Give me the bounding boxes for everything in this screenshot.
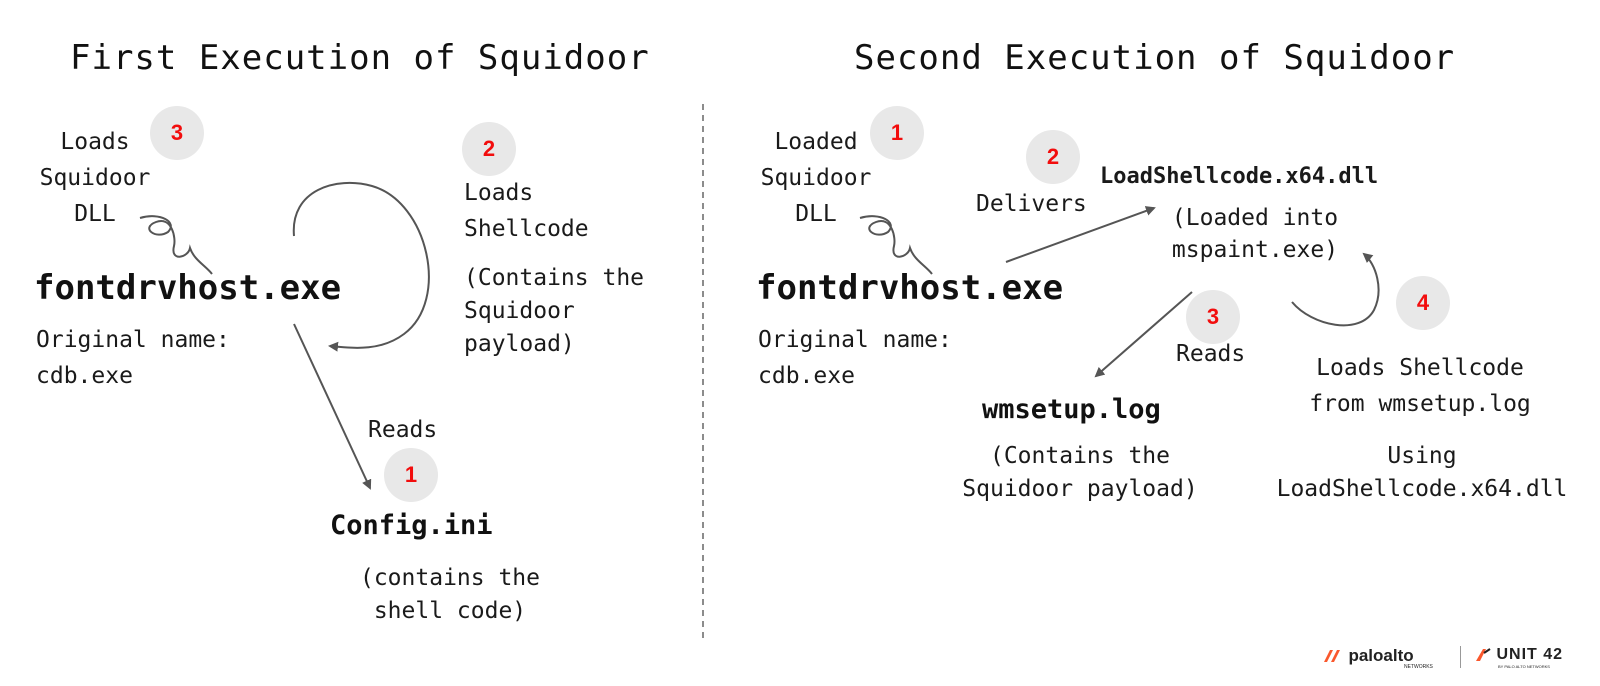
- config-file-name: Config.ini: [330, 510, 493, 541]
- right-reads-arrow: [1094, 291, 1193, 378]
- unit42-mark-icon: [1474, 647, 1492, 663]
- left-exe-name: fontdrvhost.exe: [34, 268, 342, 308]
- log-note: (Contains the Squidoor payload): [962, 443, 1198, 502]
- right-badge-4: 4: [1396, 276, 1450, 330]
- delivers-arrow: [1005, 206, 1156, 263]
- left-payload-note: (Contains the Squidoor payload): [464, 265, 645, 357]
- left-badge-3: 3: [150, 106, 204, 160]
- left-squiggle: [139, 215, 213, 275]
- right-badge-3: 3: [1186, 290, 1240, 344]
- right-loaded-dll-label: Loaded Squidoor DLL: [760, 129, 872, 227]
- left-loop-arrow: [292, 182, 430, 352]
- log-file-name: wmsetup.log: [982, 394, 1161, 425]
- left-original-name: Original name: cdb.exe: [36, 327, 230, 389]
- right-badge-2: 2: [1026, 130, 1080, 184]
- config-note: (contains the shell code): [359, 565, 540, 624]
- left-badge-2: 2: [462, 122, 516, 176]
- unit42-text: UNIT 42: [1496, 646, 1564, 663]
- unit42-sub: BY PALO ALTO NETWORKS: [1498, 664, 1550, 669]
- left-loads-dll-label: Loads Squidoor DLL: [39, 129, 151, 227]
- right-squiggle: [859, 215, 933, 275]
- paloalto-brand-text: paloalto: [1348, 646, 1414, 665]
- paloalto-mark-icon: [1322, 648, 1344, 664]
- right-badge-1: 1: [870, 106, 924, 160]
- right-original-name: Original name: cdb.exe: [758, 327, 952, 389]
- left-loads-shellcode-label: Loads Shellcode: [464, 180, 589, 242]
- left-title: First Execution of Squidoor: [70, 38, 650, 78]
- logo-divider: [1460, 646, 1461, 668]
- paloalto-brand-sub: NETWORKS: [1404, 664, 1433, 670]
- left-reads-label: Reads: [368, 417, 438, 443]
- loads-from-log-label: Loads Shellcode from wmsetup.log: [1309, 355, 1531, 417]
- loads-shellcode-arrow: [1291, 252, 1380, 327]
- delivers-label: Delivers: [976, 191, 1087, 217]
- paloalto-logo: paloalto NETWORKS: [1322, 646, 1433, 670]
- left-badge-1: 1: [384, 448, 438, 502]
- right-reads-label: Reads: [1176, 341, 1246, 367]
- right-title: Second Execution of Squidoor: [854, 38, 1456, 78]
- dll-name: LoadShellcode.x64.dll: [1100, 164, 1379, 189]
- left-reads-arrow: [293, 323, 372, 490]
- right-exe-name: fontdrvhost.exe: [756, 268, 1064, 308]
- loaded-into-note: (Loaded into mspaint.exe): [1171, 205, 1339, 263]
- using-dll-label: Using LoadShellcode.x64.dll: [1276, 443, 1568, 502]
- unit42-logo: UNIT 42 BY PALO ALTO NETWORKS: [1474, 646, 1564, 669]
